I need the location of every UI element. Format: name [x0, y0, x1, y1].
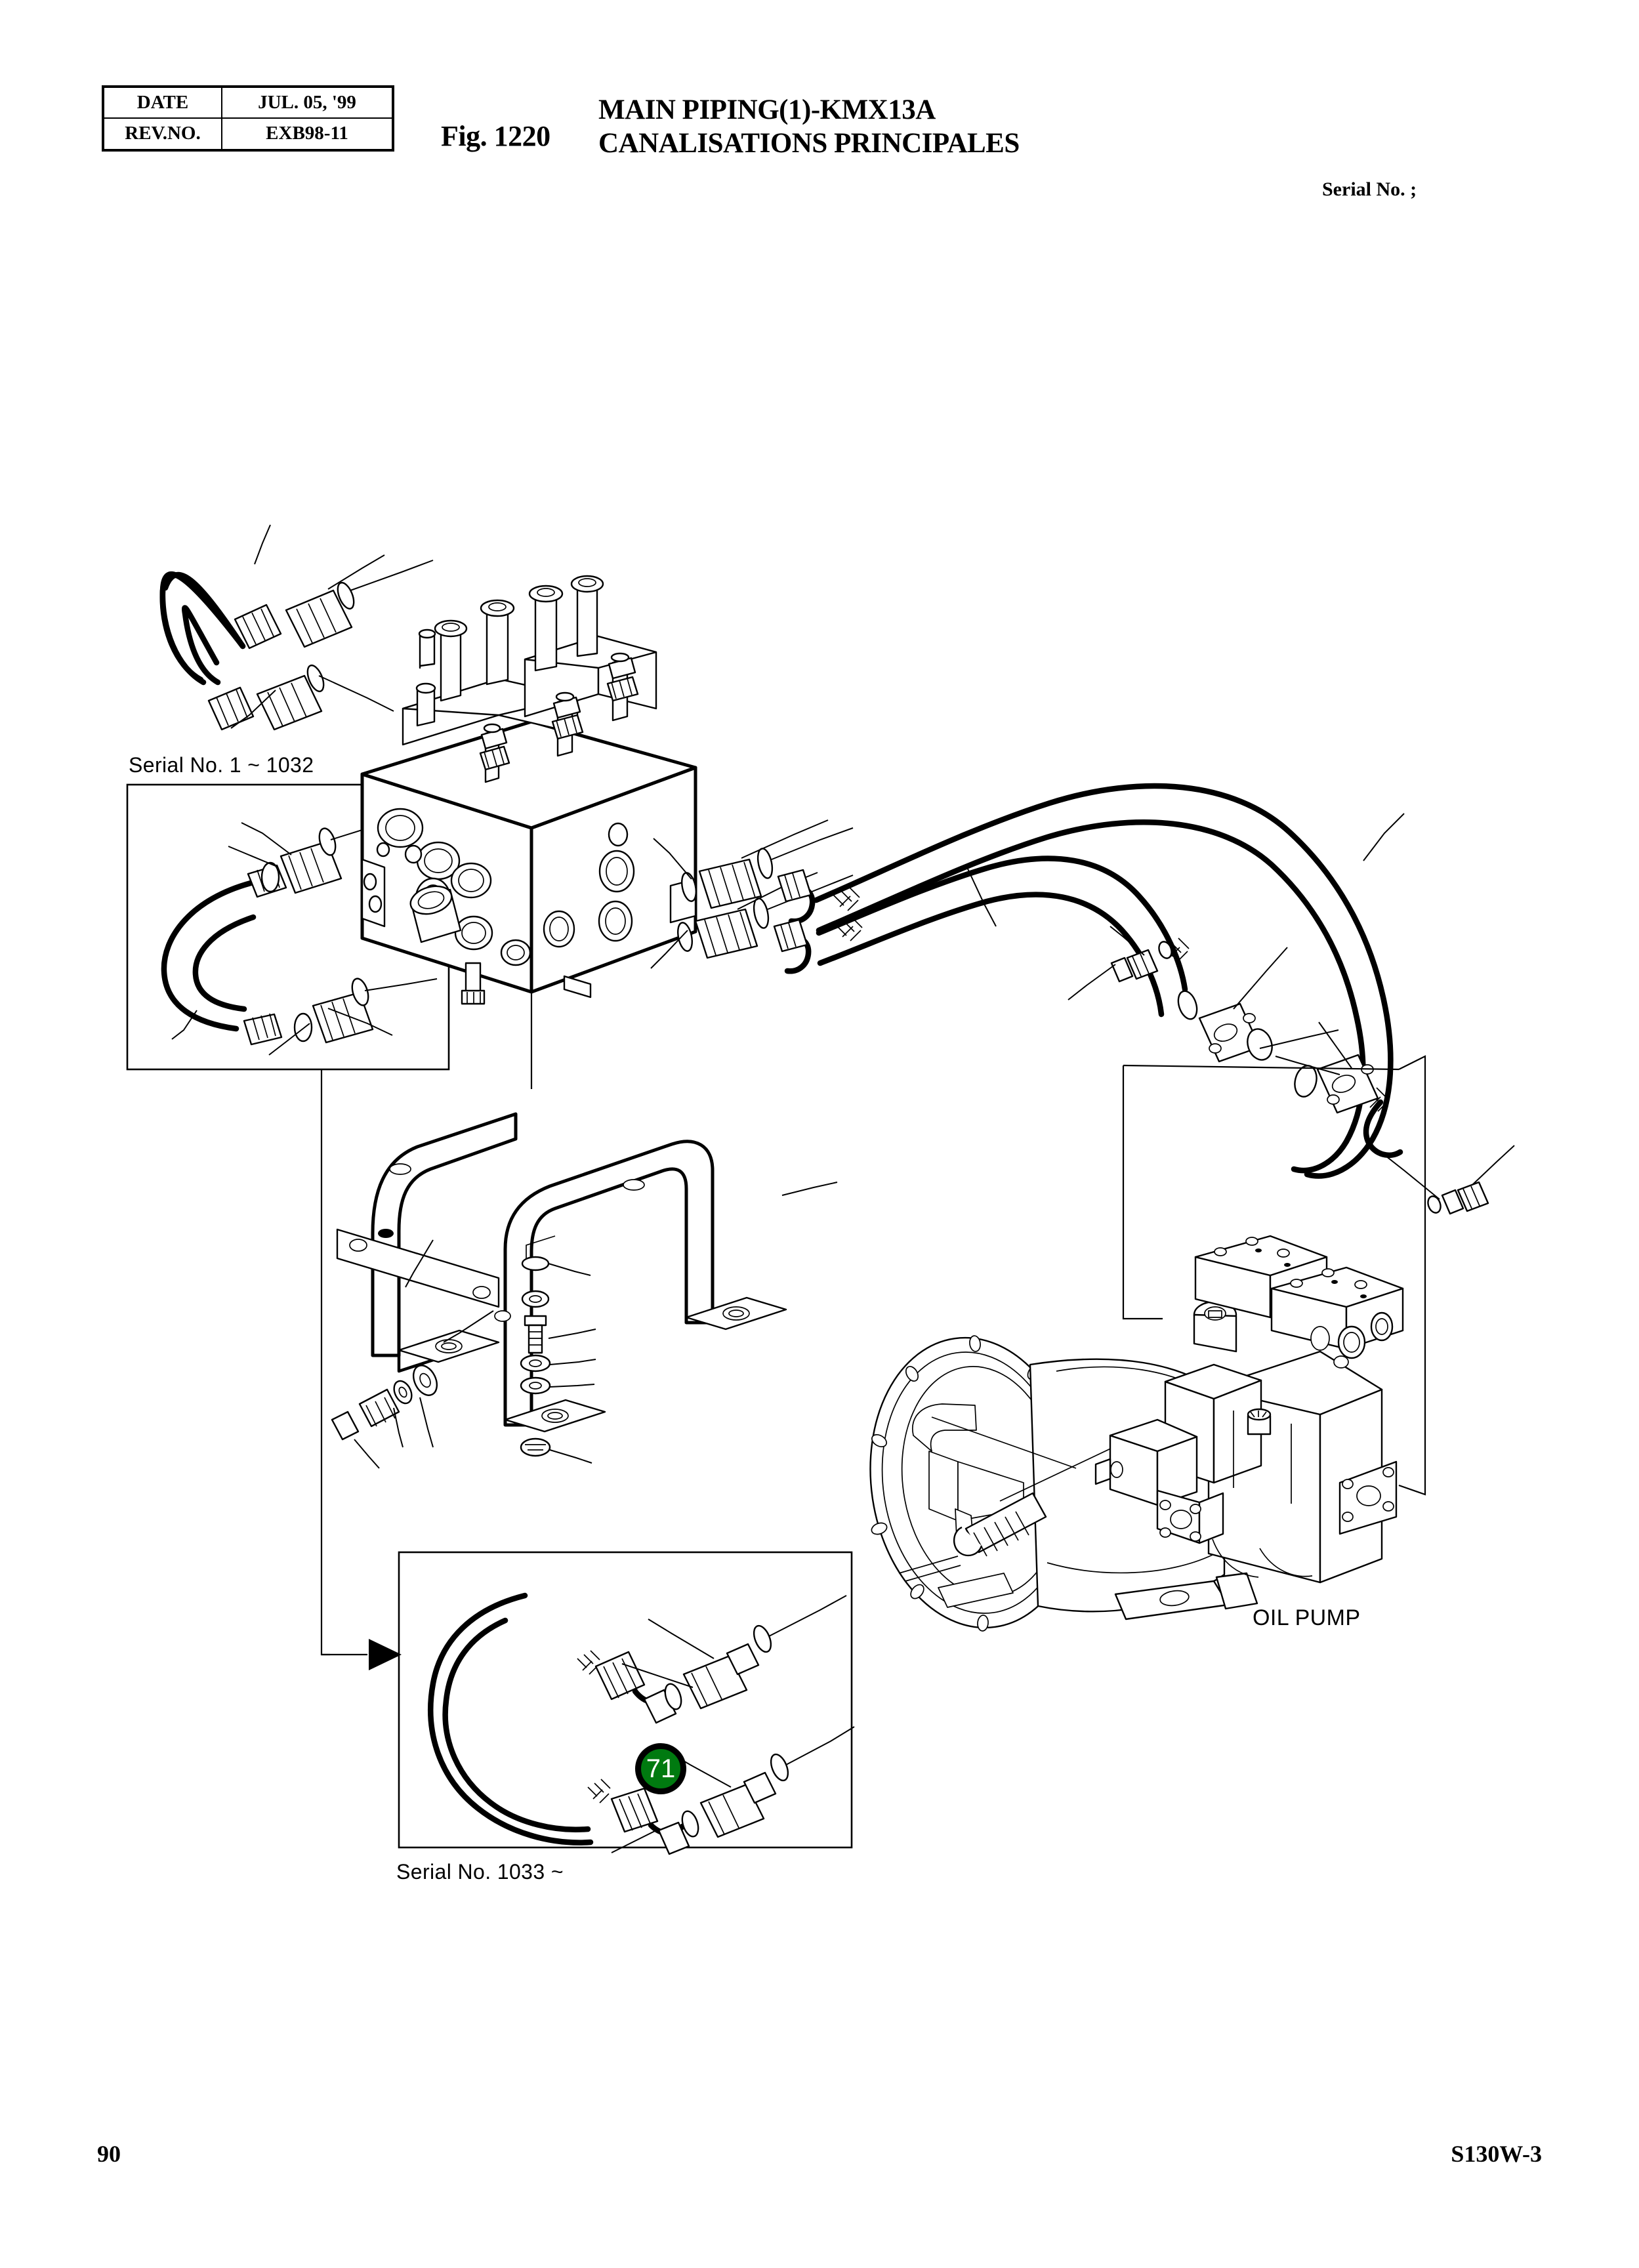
date-label: DATE — [102, 85, 222, 119]
hydraulic-hose-lower-loop — [161, 864, 287, 1046]
figure-number: Fig. 1220 — [441, 120, 550, 152]
label-serial-range-upper: Serial No. 1 ~ 1032 — [129, 753, 314, 777]
bolt-washer-nut-hardware — [1110, 941, 1489, 1215]
revision-label: REV.NO. — [102, 117, 222, 151]
bolt-washer-nut-hardware — [520, 1256, 551, 1457]
o-ring-seal — [677, 872, 697, 952]
long-hose-run-pair — [813, 783, 1394, 1179]
straight-adapter-fitting — [694, 848, 774, 959]
elbow-fitting — [773, 869, 816, 974]
title-block: MAIN PIPING(1)-KMX13A CANALISATIONS PRIN… — [598, 94, 1020, 160]
table-row: REV.NO. EXB98-11 — [102, 117, 394, 151]
straight-adapter-fitting — [260, 827, 374, 1044]
control-valve-block — [360, 575, 697, 1005]
serial-no-header: Serial No. ; — [1322, 178, 1417, 200]
page-number: 90 — [97, 2141, 121, 2167]
bolt-washer-nut-hardware — [331, 1365, 438, 1441]
straight-adapter-fitting — [256, 581, 355, 731]
table-row: DATE JUL. 05, '99 — [102, 85, 394, 119]
leader-lines-right-fittings — [650, 819, 854, 969]
inset-box-serial-1033 — [322, 1551, 853, 1849]
leader-lines-hose-run — [965, 813, 1515, 1200]
revision-meta-table: DATE JUL. 05, '99 REV.NO. EXB98-11 — [102, 85, 394, 152]
hydraulic-hose-assembly-71 — [428, 1592, 855, 1855]
page-title-fr: CANALISATIONS PRINCIPALES — [598, 127, 1020, 159]
callout-number: 71 — [646, 1754, 676, 1783]
bell-housing — [869, 1335, 1258, 1632]
label-serial-range-lower: Serial No. 1033 ~ — [396, 1860, 564, 1884]
leader-lines-upper-inset — [171, 808, 438, 1056]
revision-value: EXB98-11 — [221, 117, 394, 151]
page-title-en: MAIN PIPING(1)-KMX13A — [598, 94, 936, 125]
leader-lines-bracket — [354, 1182, 838, 1469]
date-value: JUL. 05, '99 — [221, 85, 394, 119]
hydraulic-hose-upper-loop — [159, 571, 282, 731]
inset-box-serial-1-1032 — [126, 783, 450, 1656]
part-callout-71[interactable]: 71 — [635, 1743, 686, 1794]
label-oil-pump: OIL PUMP — [1253, 1605, 1361, 1630]
mounting-bracket-frame — [331, 1112, 838, 1469]
oil-pump-assembly — [869, 1055, 1426, 1632]
leader-lines-upper-hose — [230, 524, 434, 729]
model-designation: S130W-3 — [1451, 2141, 1542, 2167]
split-flange-clamp — [1177, 990, 1403, 1158]
